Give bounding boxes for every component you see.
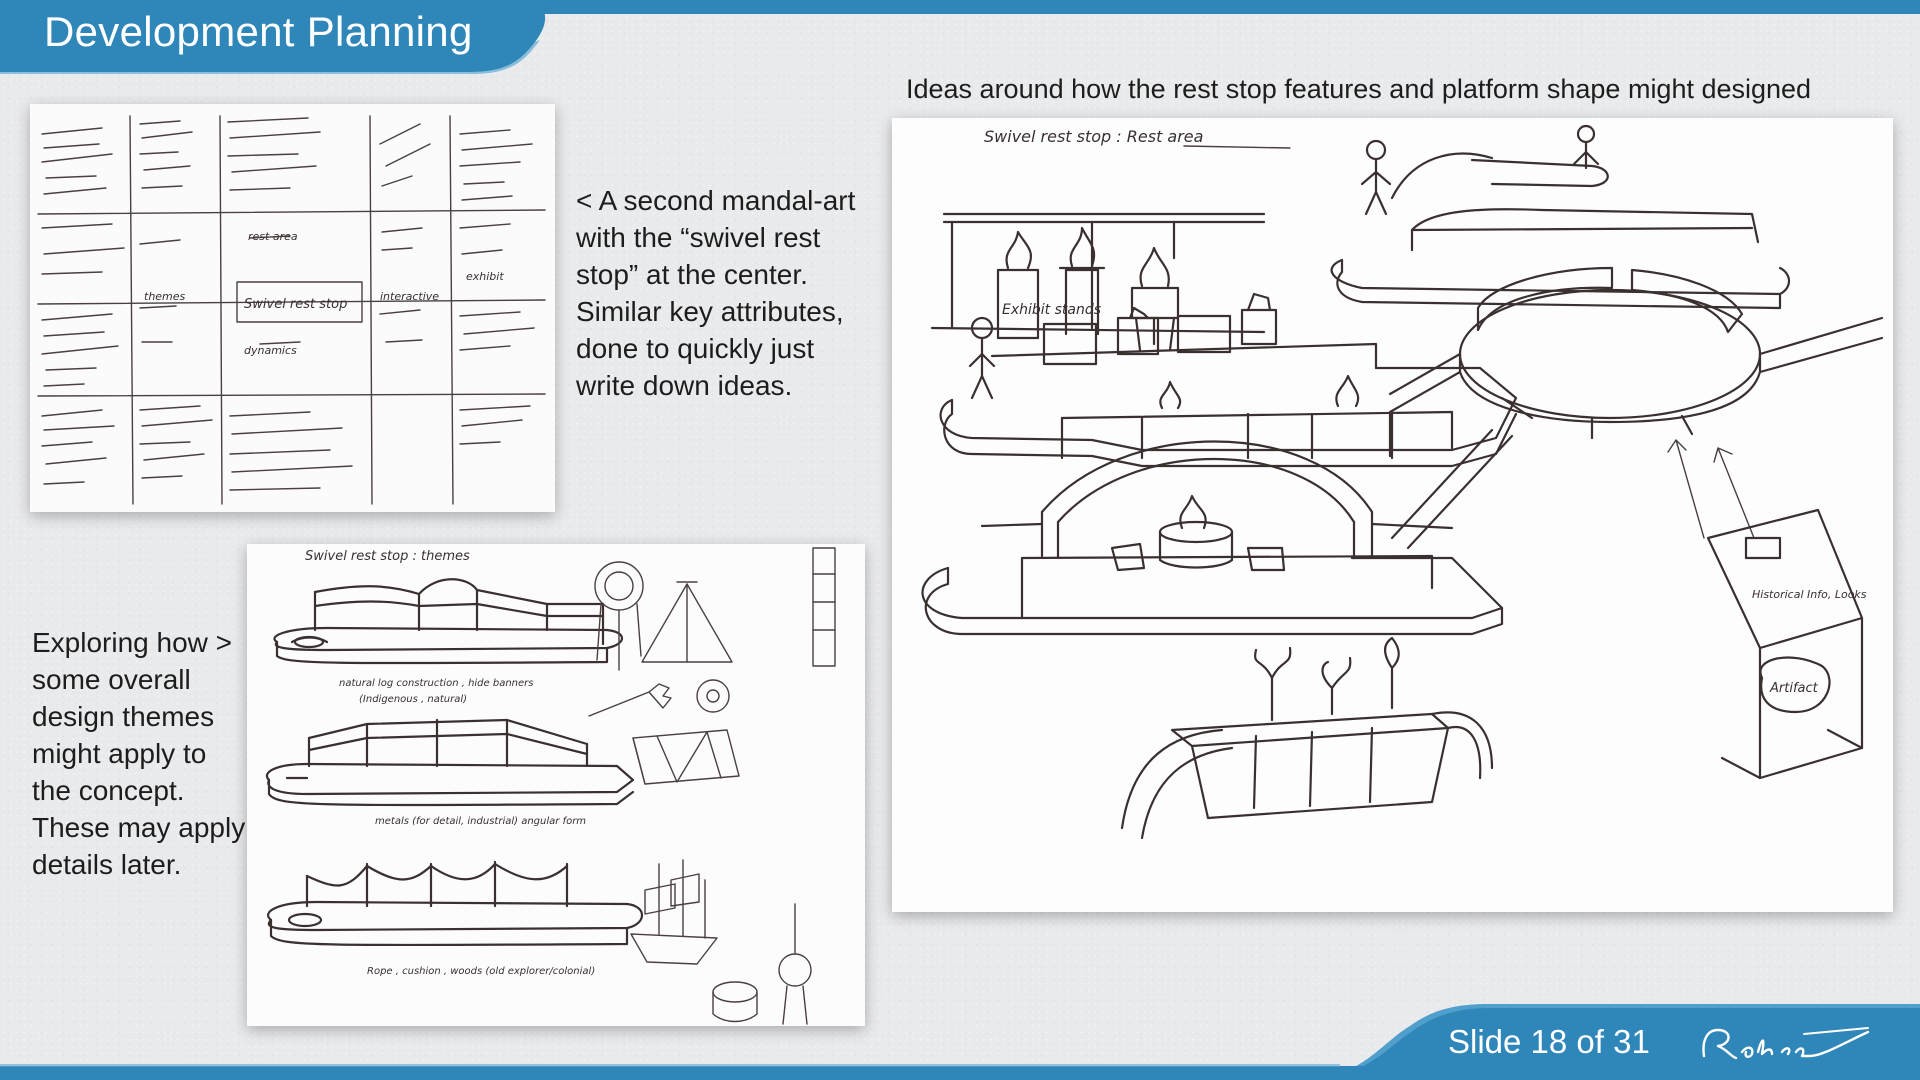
- themes-label-rope: Rope , cushion , woods (old explorer/col…: [367, 966, 595, 977]
- mandala-cell-exhibit: exhibit: [466, 270, 504, 283]
- rest-area-label-history: Historical Info, Looks: [1752, 588, 1867, 601]
- footer-bar: [0, 1004, 1920, 1080]
- mandala-cell-themes: themes: [144, 290, 186, 303]
- themes-label-log: natural log construction , hide banners: [339, 678, 534, 689]
- rest-area-heading: Swivel rest stop : Rest area: [984, 127, 1203, 146]
- rest-area-label-exhibit: Exhibit stands: [1002, 302, 1101, 318]
- header-bar: [0, 0, 1920, 74]
- rest-area-label-artifact: Artifact: [1769, 681, 1819, 696]
- mandala-sketch-image: Swivel rest stop rest area themes dynami…: [30, 104, 555, 512]
- slide-number: Slide 18 of 31: [1448, 1023, 1650, 1060]
- themes-caption: Exploring how > some overall design them…: [32, 627, 246, 880]
- themes-heading: Swivel rest stop : themes: [305, 549, 470, 564]
- mandala-cell-dynamics: dynamics: [244, 344, 297, 357]
- mandala-cell-rest-area: rest area: [248, 230, 298, 243]
- themes-label-indigenous: (Indigenous , natural): [359, 694, 467, 705]
- page-title: Development Planning: [44, 8, 473, 55]
- themes-sketch-image: Swivel rest stop : themes natural log co…: [247, 544, 865, 1026]
- top-caption: Ideas around how the rest stop features …: [906, 74, 1812, 104]
- mandala-cell-interactive: interactive: [380, 290, 439, 303]
- themes-label-metal: metals (for detail, industrial) angular …: [375, 816, 586, 827]
- author-signature-icon: [1702, 1027, 1870, 1060]
- rest-area-sketch-image: Swivel rest stop : Rest area: [892, 118, 1893, 912]
- mandala-center-label: Swivel rest stop: [244, 297, 347, 312]
- mandala-caption: < A second mandal-art with the “swivel r…: [576, 185, 856, 401]
